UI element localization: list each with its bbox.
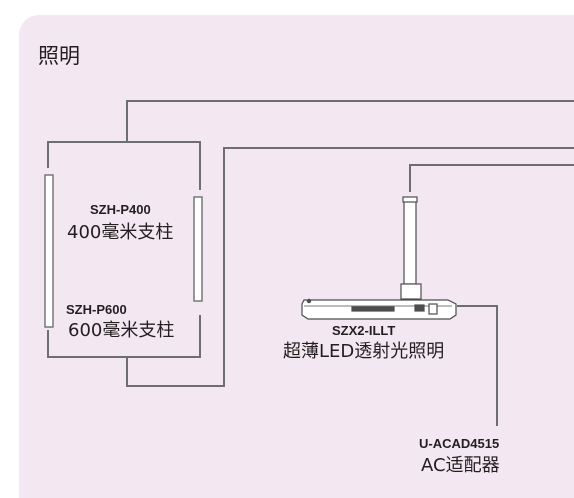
connector-line-bottom-out — [126, 147, 574, 387]
connector-line-bracket-bottom — [47, 315, 201, 358]
post-600-bar — [44, 174, 54, 328]
illuminator-column — [403, 199, 417, 285]
illuminator-port — [428, 303, 438, 315]
connector-line-bracket-top-right — [48, 141, 201, 190]
illuminator-name: 超薄LED透射光照明 — [283, 341, 445, 362]
illuminator-code: SZX2-ILLT — [332, 323, 396, 338]
illuminator-slot — [351, 306, 395, 312]
illuminator-column-base — [400, 283, 422, 300]
illuminator-device — [301, 196, 457, 320]
connector-line-adapter — [457, 305, 498, 426]
illuminator-column-cap — [402, 196, 418, 203]
section-panel — [19, 15, 574, 498]
connector-line-top — [47, 100, 574, 168]
connector-line-illuminator — [409, 164, 574, 192]
post-400-bar — [193, 196, 203, 302]
post-400-code: SZH-P400 — [90, 202, 151, 217]
section-title: 照明 — [38, 44, 80, 68]
post-600-code: SZH-P600 — [66, 302, 127, 317]
illuminator-switch — [414, 304, 425, 312]
adapter-code: U-ACAD4515 — [419, 436, 500, 451]
post-600-name: 600毫米支柱 — [68, 320, 175, 341]
adapter-name: AC适配器 — [421, 455, 500, 476]
post-400-name: 400毫米支柱 — [67, 222, 174, 243]
